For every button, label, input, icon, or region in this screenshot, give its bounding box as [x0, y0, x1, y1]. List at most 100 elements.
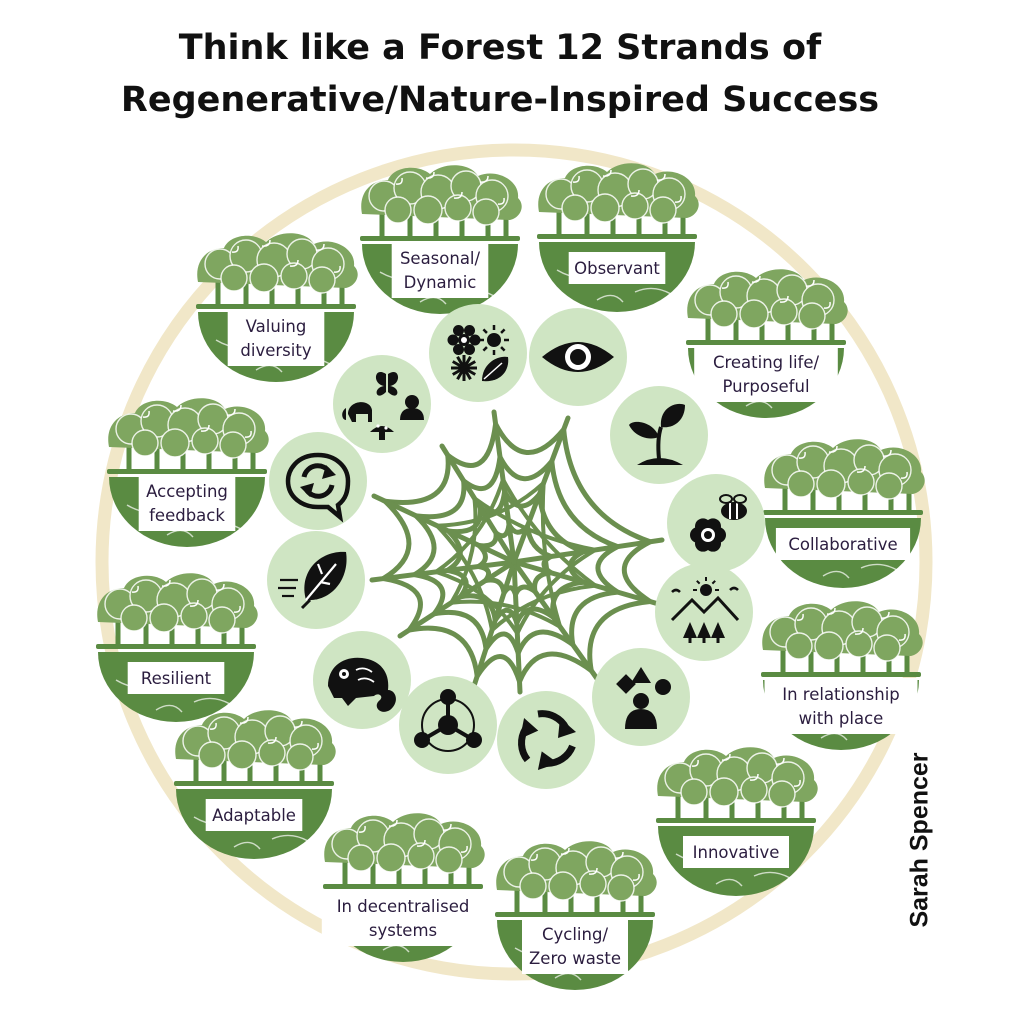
- badge-circle: [333, 355, 431, 453]
- leaf-wind-icon: [278, 551, 347, 610]
- label-box: [391, 242, 489, 298]
- web-spoke: [511, 559, 665, 608]
- icon-badge: [610, 386, 708, 484]
- web-spoke: [369, 559, 517, 583]
- badge-circle: [429, 304, 527, 402]
- tree-canopy: [657, 747, 818, 808]
- web-spoke: [511, 415, 571, 565]
- strand-pod: Observant: [537, 163, 699, 312]
- strand-label: Observant: [574, 259, 660, 278]
- title-line-1: Think like a Forest 12 Strands of: [178, 28, 822, 68]
- label-box: [764, 678, 918, 734]
- strand-pod: Creating life/Purposeful: [686, 269, 848, 418]
- strand-label: Dynamic: [404, 273, 477, 292]
- web-spoke: [439, 443, 517, 565]
- web-thread: [449, 497, 478, 604]
- diagram-title: Think like a Forest 12 Strands of Regene…: [0, 22, 1000, 126]
- recycle-icon: [518, 710, 576, 770]
- label-box: [138, 475, 236, 531]
- ground-line: [495, 912, 655, 917]
- eye-icon: [542, 342, 614, 372]
- tree-canopy: [324, 813, 485, 874]
- strand-label: Creating life/: [713, 353, 820, 372]
- strand-label: Accepting: [146, 482, 228, 501]
- label-box: [683, 836, 789, 868]
- web-thread: [473, 496, 596, 552]
- strand-label: feedback: [149, 506, 225, 525]
- icon-badge: [269, 432, 367, 530]
- tree-canopy: [97, 573, 258, 634]
- icon-badge: [399, 676, 497, 774]
- strand-label: Adaptable: [212, 806, 296, 825]
- web-spoke: [491, 409, 517, 565]
- bee-flower-icon: [690, 494, 747, 552]
- web-thread: [435, 524, 494, 631]
- landscape-icon: [670, 577, 740, 643]
- label-box: [321, 890, 485, 946]
- network-icon: [414, 689, 482, 752]
- icon-badge: [267, 531, 365, 629]
- strand-pod: Collaborative: [763, 439, 925, 588]
- ground-line: [174, 781, 334, 786]
- strand-pod: In relationship with place: [761, 601, 923, 750]
- icon-badge: [429, 304, 527, 402]
- web-spoke: [397, 559, 517, 639]
- strand-pod: Cycling/Zero waste: [495, 841, 657, 990]
- author-name: Sarah Spencer: [905, 752, 934, 928]
- seasons-icon: [447, 324, 509, 382]
- web-ring: [407, 454, 626, 661]
- label-box: [127, 662, 225, 694]
- ground-line: [96, 644, 256, 649]
- diversity-icon: [342, 371, 424, 440]
- strand-label: Seasonal/: [400, 249, 481, 268]
- web-spoke: [511, 537, 665, 565]
- ground-line: [761, 672, 921, 677]
- strand-label: Zero waste: [529, 949, 621, 968]
- tree-canopy: [762, 601, 923, 662]
- icon-badge: [655, 563, 753, 661]
- icon-badge: [529, 308, 627, 406]
- badge-circle: [269, 432, 367, 530]
- strand-pod: Innovative: [656, 747, 818, 896]
- web-spoke: [511, 559, 523, 695]
- web-ring: [376, 421, 658, 689]
- label-box: [522, 918, 628, 974]
- tree-canopy: [764, 439, 925, 500]
- icon-badge: [333, 355, 431, 453]
- strand-label: In decentralised: [337, 897, 470, 916]
- tree-canopy: [687, 269, 848, 330]
- strand-pod: Accepting feedback: [107, 398, 269, 547]
- ground-line: [360, 236, 520, 241]
- ground-line: [763, 510, 923, 515]
- strand-label: diversity: [240, 341, 311, 360]
- icon-badge: [497, 691, 595, 789]
- title-line-2: Regenerative/Nature-Inspired Success: [120, 80, 880, 120]
- tree-canopy: [175, 710, 336, 771]
- strand-pod: Valuing diversity: [196, 233, 358, 382]
- strand-pod: Adaptable: [174, 710, 336, 859]
- author-credit: Sarah Spencer: [906, 752, 934, 927]
- label-box: [775, 528, 911, 560]
- strand-label: Resilient: [141, 669, 212, 688]
- tree-canopy: [361, 165, 522, 226]
- strand-pod: Seasonal/Dynamic: [360, 165, 522, 314]
- label-box: [205, 799, 303, 831]
- tree-canopy: [197, 233, 358, 294]
- strand-label: Innovative: [693, 843, 780, 862]
- tree-canopy: [538, 163, 699, 224]
- strand-label: with place: [799, 709, 884, 728]
- spider-web: [369, 409, 665, 695]
- ground-line: [537, 234, 697, 239]
- tree-canopy: [108, 398, 269, 459]
- strand-label: Valuing: [246, 317, 307, 336]
- strand-label: In relationship: [782, 685, 900, 704]
- sprout-icon: [629, 403, 685, 465]
- label-box: [694, 346, 838, 402]
- strand-label: systems: [369, 921, 437, 940]
- web-thread: [434, 478, 505, 574]
- feedback-loop-icon: [285, 452, 351, 523]
- web-spoke: [471, 559, 517, 689]
- web-spoke: [511, 559, 601, 683]
- ground-line: [107, 469, 267, 474]
